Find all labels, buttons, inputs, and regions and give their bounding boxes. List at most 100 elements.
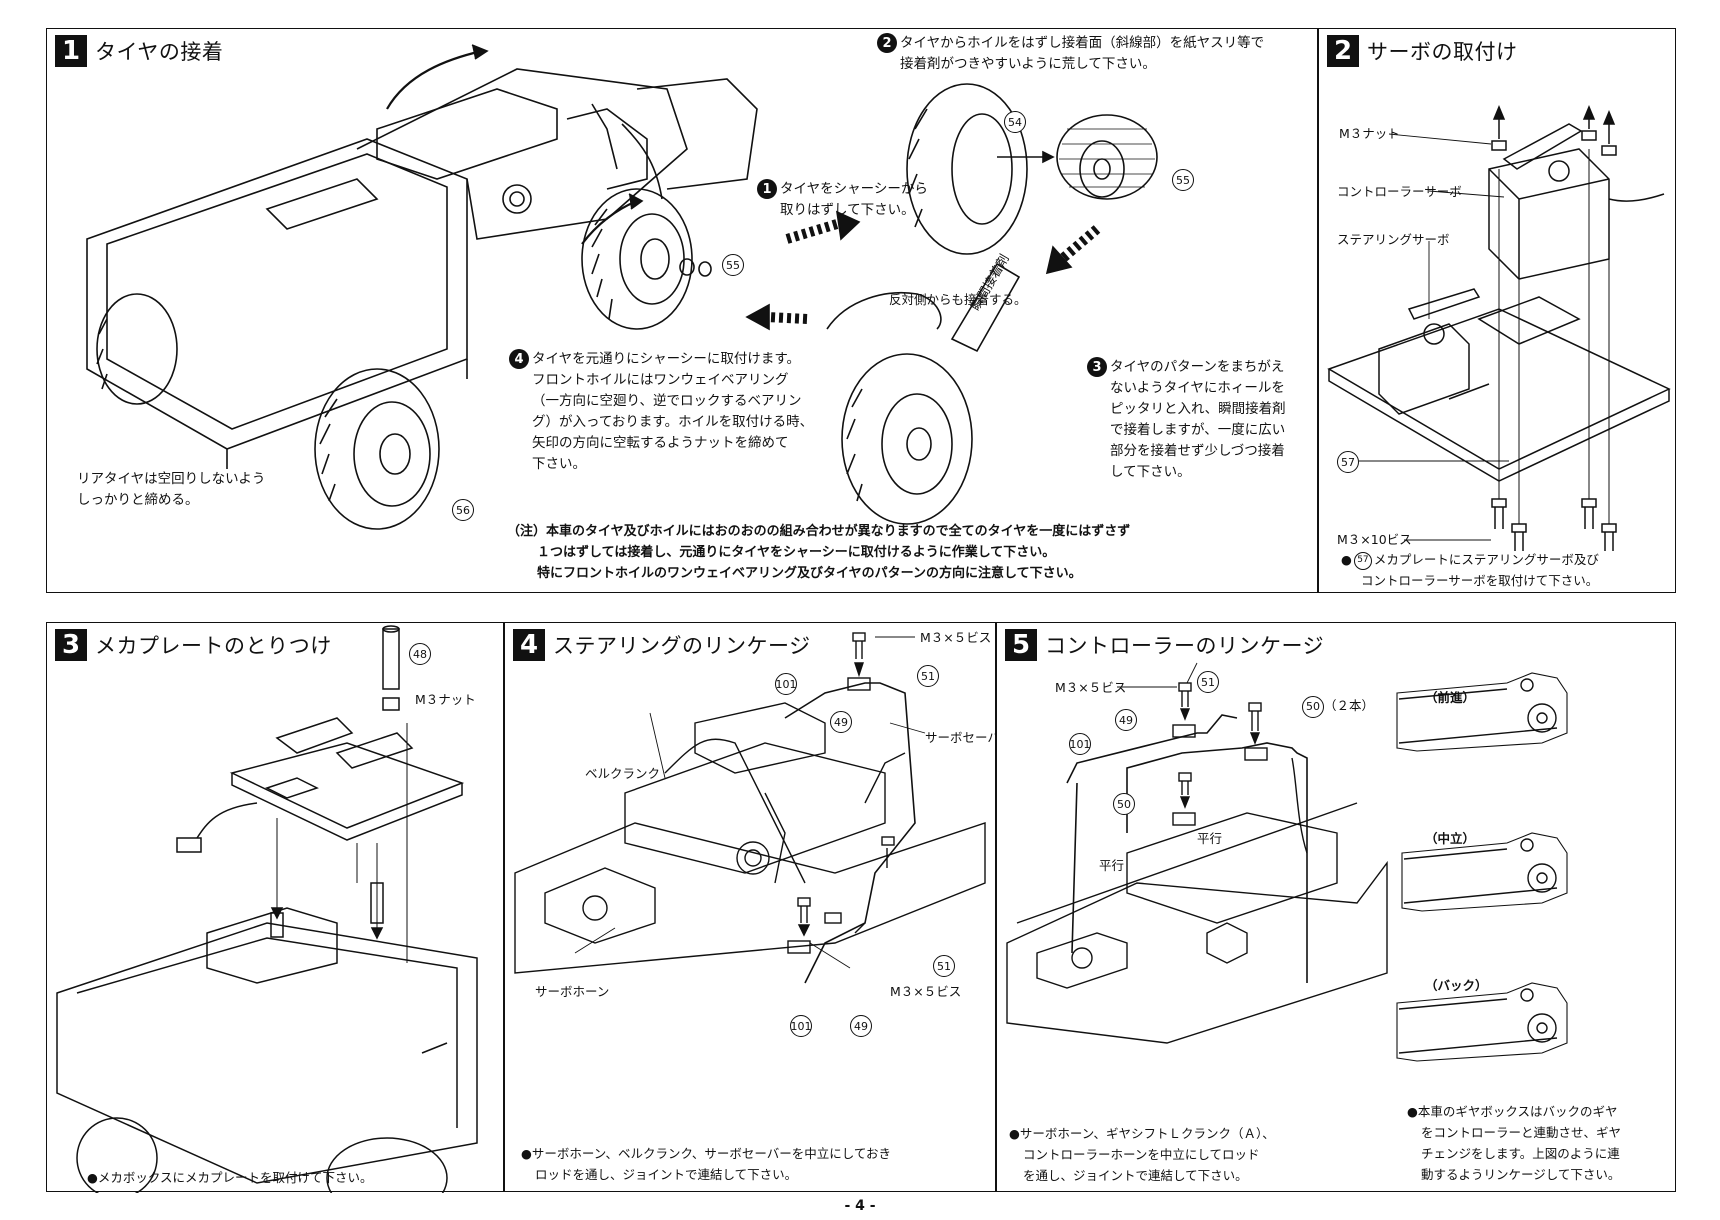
section-5-note-right: ●本車のギヤボックスはバックのギヤ をコントローラーと連動させ、ギヤ チェンジを… xyxy=(1407,1101,1621,1185)
part-51-callout-top: 51 xyxy=(917,665,939,687)
m3x10-screw-label: M３×10ビス xyxy=(1337,532,1412,547)
part-56-callout: 56 xyxy=(452,499,474,521)
part-49-callout-top: 49 xyxy=(830,711,852,733)
step-4-line-4: グ）が入っております。ホイルを取付ける時、 xyxy=(532,414,814,430)
part-54-callout: 54 xyxy=(1004,111,1026,133)
note-bullet: ● xyxy=(1341,552,1352,567)
section-1-number: 1 xyxy=(55,35,87,67)
step-3-line-2: ないようタイヤにホィールを xyxy=(1110,380,1285,396)
m3x5-screw-label-bottom: M３×５ビス xyxy=(890,984,962,999)
s5-right-line-2: をコントローラーと連動させ、ギヤ xyxy=(1421,1125,1622,1140)
section-2-note-line-2: コントローラーサーボを取付けて下さい。 xyxy=(1361,573,1599,588)
step-4-line-6: 下さい。 xyxy=(532,456,586,472)
section-4-title: ステアリングのリンケージ xyxy=(553,634,811,658)
section-5-illustration xyxy=(1006,662,1568,1062)
neutral-label: （中立） xyxy=(1425,831,1476,846)
s5-right-line-1: ●本車のギヤボックスはバックのギヤ xyxy=(1407,1104,1618,1119)
back-diagram xyxy=(1396,982,1568,1062)
section-2-title: サーボの取付け xyxy=(1367,40,1518,64)
m3-nut-label: M３ナット xyxy=(1339,126,1400,141)
part-57-callout: 57 xyxy=(1337,451,1359,473)
section-3-mechaplate-mounting: 3 メカプレートのとりつけ xyxy=(46,622,504,1193)
part-51-callout-s5: 51 xyxy=(1197,671,1219,693)
section-2-note-line-1: メカプレートにステアリングサーボ及び xyxy=(1373,552,1599,567)
section-4-number: 4 xyxy=(513,629,545,661)
step-3-line-3: ピッタリと入れ、瞬間接着剤 xyxy=(1110,401,1286,417)
section-5-header: 5 コントローラーのリンケージ xyxy=(1005,629,1324,661)
part-101-callout-bottom: 101 xyxy=(790,1015,812,1037)
parallel-label-right: 平行 xyxy=(1197,831,1223,846)
section-4-steering-linkage: 4 ステアリングのリンケージ xyxy=(504,622,1012,1192)
step-3-line-1: タイヤのパターンをまちがえ xyxy=(1110,359,1285,375)
part-55-callout-front: 55 xyxy=(722,254,744,276)
s5-right-line-4: 動するようリンケージして下さい。 xyxy=(1421,1167,1621,1182)
part-50-callout-top: 50 xyxy=(1302,695,1324,718)
step-3-line-5: 部分を接着せず少しづつ接着 xyxy=(1110,443,1285,459)
caution-note: （注）本車のタイヤ及びホイルにはおのおのの組み合わせが異なりますので全てのタイヤ… xyxy=(507,521,1130,584)
section-3-note: ●メカボックスにメカプレートを取付けて下さい。 xyxy=(87,1170,373,1185)
bell-crank-label: ベルクランク xyxy=(585,766,661,781)
section-5-title: コントローラーのリンケージ xyxy=(1045,634,1325,658)
s5-right-line-3: チェンジをします。上図のように連 xyxy=(1421,1146,1620,1161)
section-5-controller-linkage: 5 コントローラーのリンケージ xyxy=(996,622,1676,1192)
servo-saver-label: サーボセーバー xyxy=(925,730,1013,745)
section-3-title: メカプレートのとりつけ xyxy=(95,634,332,658)
forward-diagram xyxy=(1396,672,1568,752)
section-1-header: 1 タイヤの接着 xyxy=(55,35,223,67)
forward-label: （前進） xyxy=(1425,690,1476,705)
step-4-badge: 4 xyxy=(509,349,529,369)
m3x5-screw-label-top: M３×５ビス xyxy=(920,630,992,645)
part-50-two-pcs: 50（２本） xyxy=(1302,695,1374,718)
section-5-note-left: ●サーボホーン、ギヤシフトＬクランク（Ａ）、 コントローラーホーンを中立にしてロ… xyxy=(1009,1123,1275,1186)
caution-line-2: １つはずしては接着し、元通りにタイヤをシャーシーに取付けるように作業して下さい。 xyxy=(537,545,1056,560)
neutral-diagram xyxy=(1401,832,1568,912)
step-1-line-2: 取りはずして下さい。 xyxy=(780,202,915,218)
section-3-number: 3 xyxy=(55,629,87,661)
section-2-number: 2 xyxy=(1327,35,1359,67)
step-3-line-6: して下さい。 xyxy=(1110,464,1191,480)
step-4-line-1: タイヤを元通りにシャーシーに取付けます。 xyxy=(532,351,800,367)
s5-left-line-1: ●サーボホーン、ギヤシフトＬクランク（Ａ）、 xyxy=(1009,1126,1275,1141)
rear-tire-note-line-2: しっかりと締める。 xyxy=(77,492,199,508)
section-3-illustration xyxy=(56,625,478,1193)
section-2-servo-mounting: 2 サーボの取付け xyxy=(1318,28,1676,593)
part-49-callout-bottom: 49 xyxy=(850,1015,872,1037)
section-2-illustration xyxy=(1327,105,1671,551)
caution-line-3: 特にフロントホイルのワンウェイベアリング及びタイヤのパターンの方向に注意して下さ… xyxy=(537,566,1082,581)
step-2-badge: 2 xyxy=(877,33,897,53)
section-3-header: 3 メカプレートのとりつけ xyxy=(55,629,332,661)
step-3-line-4: で接着しますが、一度に広い xyxy=(1110,422,1286,438)
step-4-line-2: フロントホイルにはワンウェイベアリング xyxy=(532,372,789,388)
part-48-callout: 48 xyxy=(409,643,431,665)
part-101-callout-s5: 101 xyxy=(1069,733,1091,755)
section-2-header: 2 サーボの取付け xyxy=(1327,35,1518,67)
part-49-callout-s5: 49 xyxy=(1115,709,1137,731)
step-2-line-2: 接着剤がつきやすいように荒して下さい。 xyxy=(900,56,1156,72)
step-2-line-1: タイヤからホイルをはずし接着面（斜線部）を紙ヤスリ等で xyxy=(900,35,1265,51)
servo-horn-label: サーボホーン xyxy=(535,984,610,999)
section-1-illustration xyxy=(86,44,1158,530)
step-3-badge: 3 xyxy=(1087,357,1107,377)
caution-line-1: （注）本車のタイヤ及びホイルにはおのおのの組み合わせが異なりますので全てのタイヤ… xyxy=(507,524,1131,539)
step-4-line-3: （一方向に空廻り、逆でロックするベアリン xyxy=(532,393,802,409)
m3x5-screw-label-s5: M３×５ビス xyxy=(1055,680,1127,695)
section-1-title: タイヤの接着 xyxy=(95,40,224,64)
step-4-line-5: 矢印の方向に空転するようナットを締めて xyxy=(532,435,789,451)
opposite-side-label: 反対側からも接着する。 xyxy=(889,292,1027,307)
part-101-callout-top: 101 xyxy=(775,673,797,695)
section-5-number: 5 xyxy=(1005,629,1037,661)
section-4-header: 4 ステアリングのリンケージ xyxy=(513,629,811,661)
section-4-note-line-2: ロッドを通し、ジョイントで連結して下さい。 xyxy=(535,1167,798,1182)
section-4-illustration xyxy=(514,632,986,984)
section-4-note: ●サーボホーン、ベルクランク、サーボセーバーを中立にしておき ロッドを通し、ジョ… xyxy=(521,1143,891,1185)
part-50-callout-left: 50 xyxy=(1113,793,1135,815)
m3-nut-label-s3: M３ナット xyxy=(415,692,476,707)
part-51-callout-bottom: 51 xyxy=(933,955,955,977)
s5-left-line-2: コントローラーホーンを中立にしてロッド xyxy=(1023,1147,1260,1162)
steering-servo-label: ステアリングサーボ xyxy=(1337,232,1450,247)
rear-tire-note: リアタイヤは空回りしないよう しっかりと締める。 xyxy=(77,469,265,511)
